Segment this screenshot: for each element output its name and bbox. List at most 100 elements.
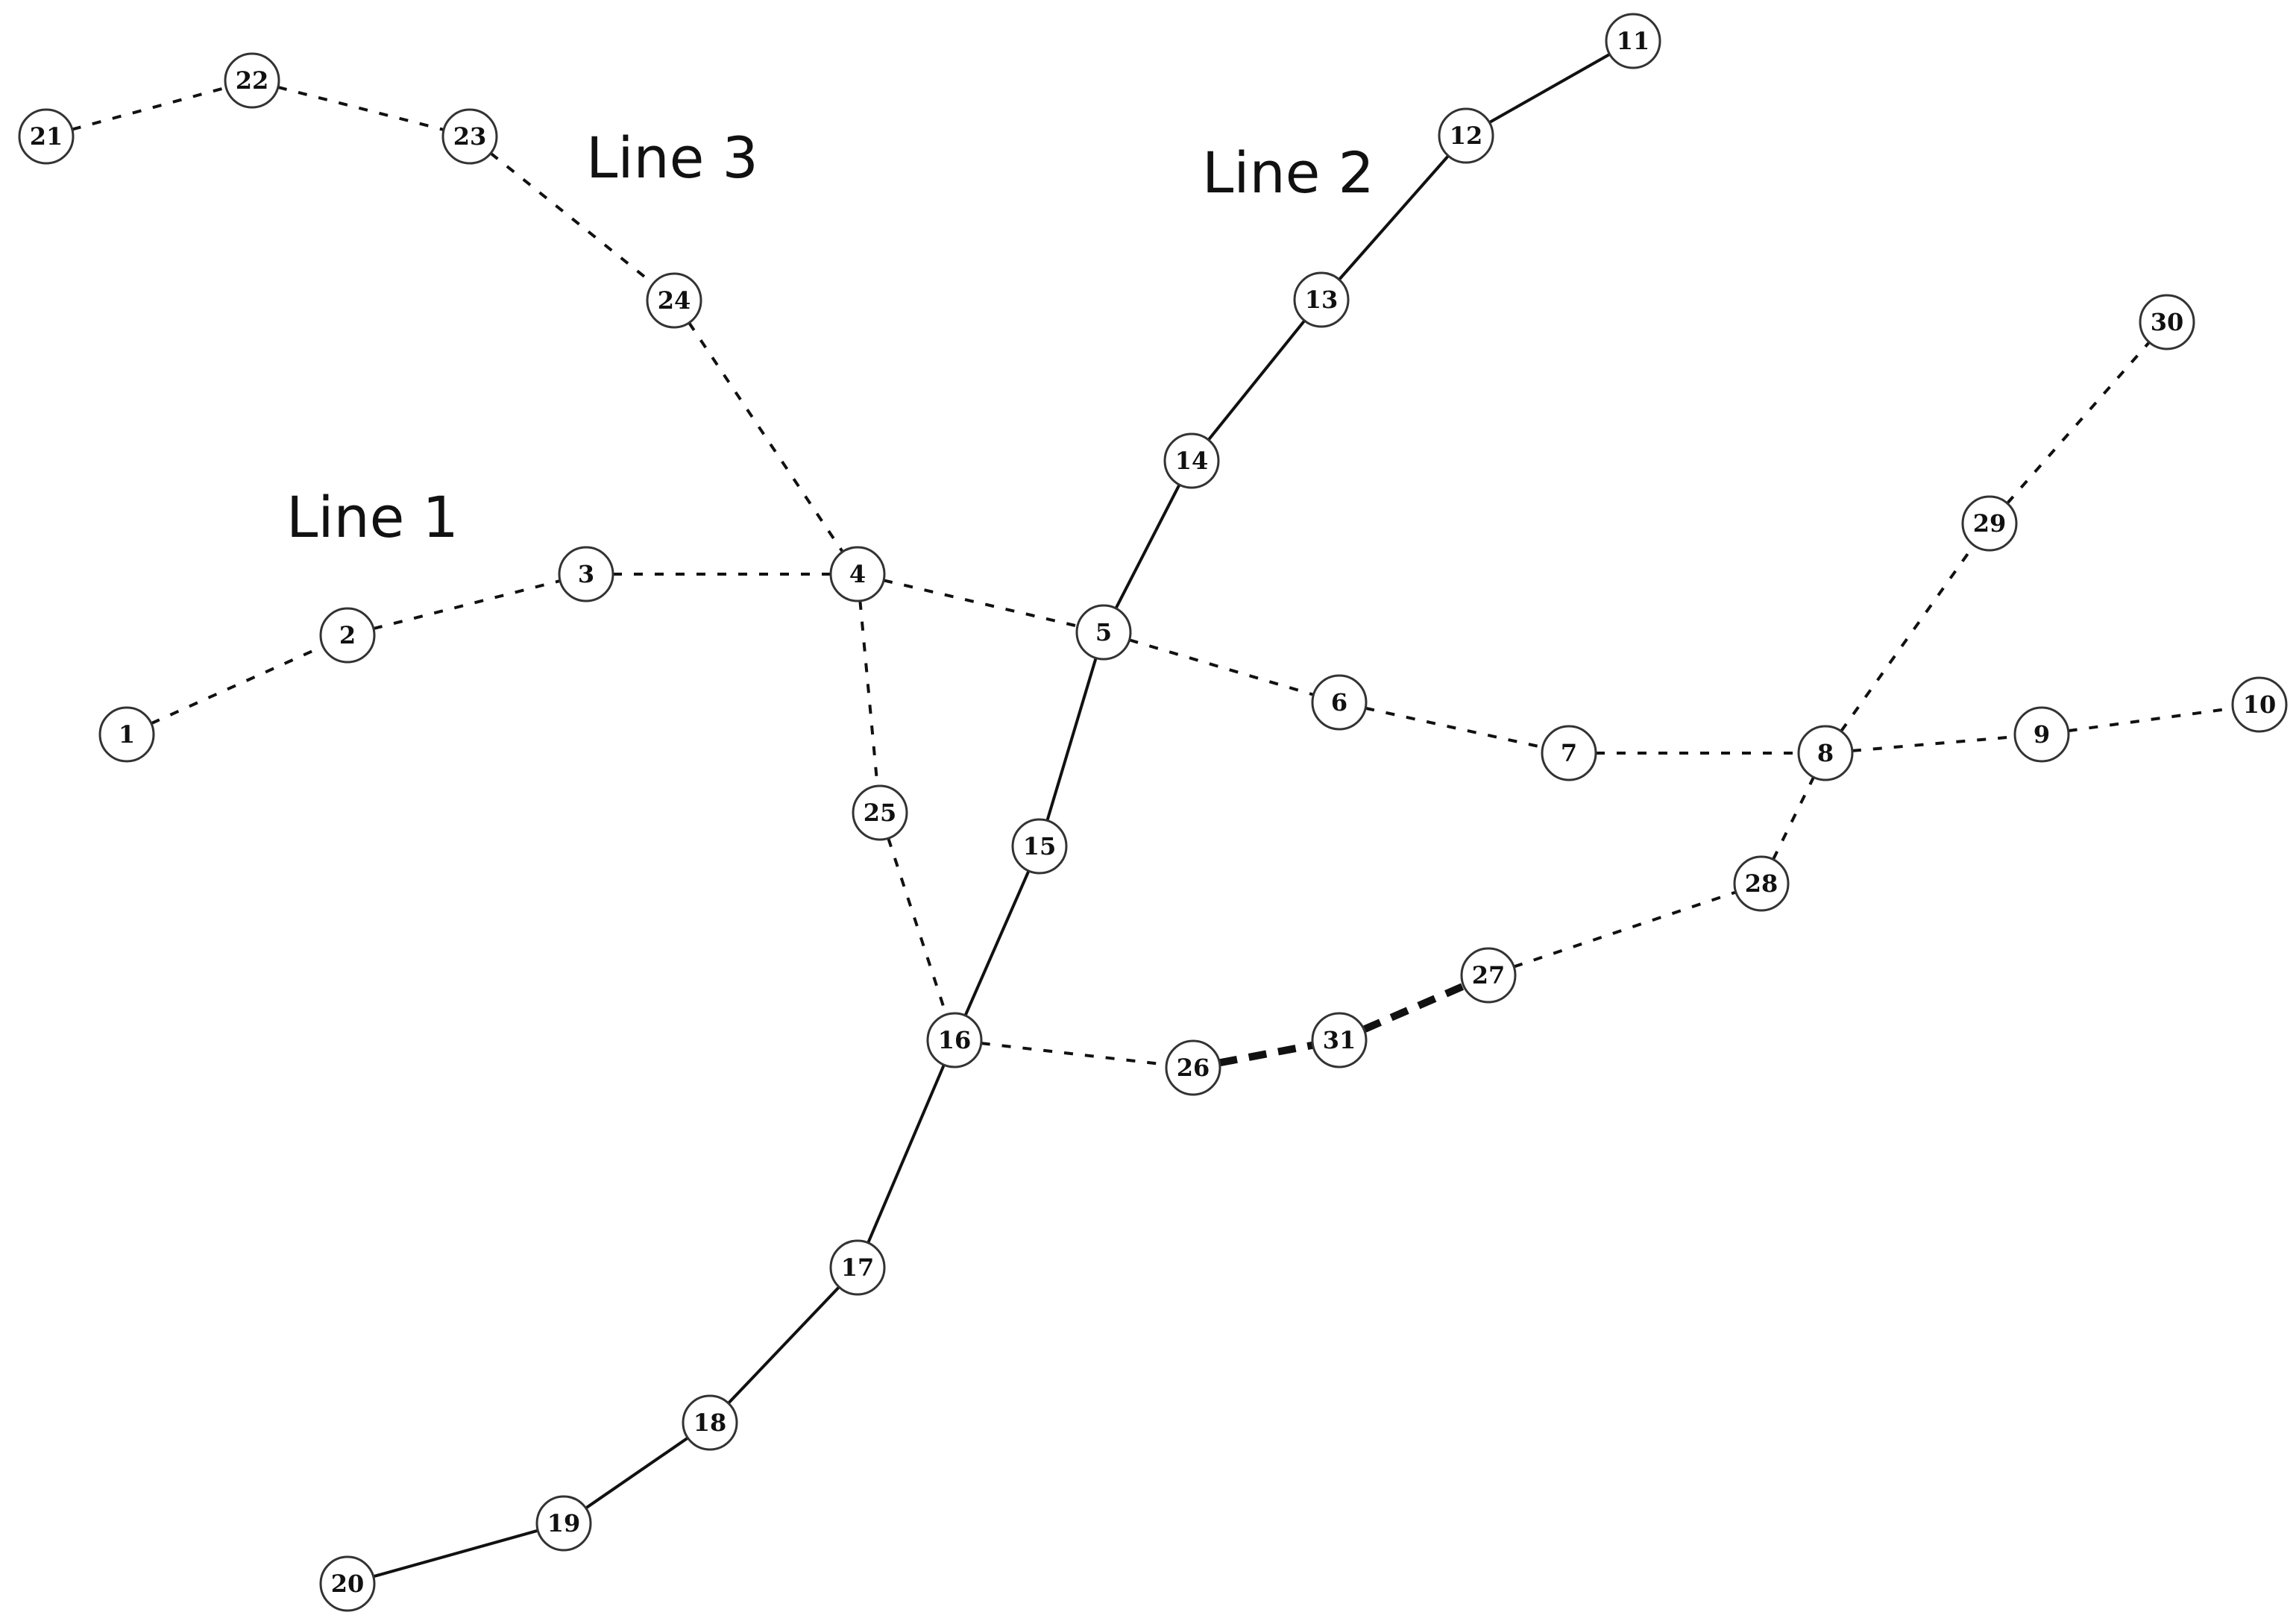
edge-22-23 <box>277 86 444 131</box>
node-17: 17 <box>829 1239 886 1296</box>
node-circle <box>829 1239 886 1296</box>
edge-1-2 <box>151 644 324 725</box>
node-circle <box>558 546 614 602</box>
node-label: 19 <box>547 1509 581 1537</box>
edge-19-20 <box>373 1529 538 1578</box>
edge-15-16 <box>963 870 1031 1016</box>
node-22: 22 <box>224 52 280 109</box>
edge-2-3 <box>373 579 561 631</box>
node-24: 24 <box>646 272 702 329</box>
node-label: 28 <box>1745 869 1778 898</box>
node-label: 25 <box>864 799 897 827</box>
edge-23-24 <box>489 151 655 286</box>
edge-8-29 <box>1840 544 1975 732</box>
node-label: 13 <box>1305 286 1339 314</box>
node-label: 20 <box>331 1570 365 1598</box>
node-circle <box>535 1495 592 1552</box>
node-circle <box>829 546 886 602</box>
edge-26-31 <box>1218 1041 1314 1067</box>
node-16: 16 <box>926 1012 983 1068</box>
edge-12-13 <box>1338 154 1450 281</box>
node-5: 5 <box>1075 604 1132 661</box>
line-3-label: Line 3 <box>586 125 758 191</box>
node-circle <box>1961 495 2018 552</box>
node-label: 18 <box>693 1408 727 1437</box>
edge-4-25 <box>858 600 879 787</box>
node-circle <box>1541 725 1597 781</box>
node-26: 26 <box>1165 1039 1221 1096</box>
node-label: 4 <box>849 560 866 588</box>
node-27: 27 <box>1460 947 1517 1004</box>
node-circle <box>926 1012 983 1068</box>
node-circle <box>441 108 498 165</box>
node-circle <box>1311 674 1368 731</box>
node-8: 8 <box>1797 725 1854 781</box>
node-label: 16 <box>938 1026 972 1054</box>
node-20: 20 <box>319 1555 376 1612</box>
node-circle <box>2013 706 2070 763</box>
edge-5-6 <box>1128 638 1315 696</box>
node-label: 15 <box>1023 832 1057 860</box>
node-circle <box>1605 13 1661 69</box>
edge-11-12 <box>1488 53 1611 124</box>
node-label: 26 <box>1177 1054 1210 1082</box>
node-15: 15 <box>1011 818 1068 875</box>
edge-6-7 <box>1365 706 1544 749</box>
node-label: 5 <box>1095 618 1112 646</box>
node-25: 25 <box>852 784 908 841</box>
edge-8-9 <box>1852 735 2016 752</box>
node-12: 12 <box>1438 107 1494 164</box>
node-circle <box>1733 855 1790 912</box>
edge-16-17 <box>866 1064 946 1244</box>
node-label: 17 <box>841 1253 875 1282</box>
node-label: 31 <box>1323 1026 1356 1054</box>
node-label: 24 <box>658 286 691 315</box>
edge-29-30 <box>2006 341 2151 505</box>
node-label: 23 <box>453 122 487 151</box>
node-label: 21 <box>30 122 63 151</box>
node-circle <box>2139 294 2195 350</box>
node-23: 23 <box>441 108 498 165</box>
edge-13-14 <box>1207 319 1306 441</box>
node-label: 1 <box>119 720 135 749</box>
node-11: 11 <box>1605 13 1661 69</box>
node-1: 1 <box>98 706 155 763</box>
node-7: 7 <box>1541 725 1597 781</box>
node-10: 10 <box>2231 676 2288 733</box>
node-circle <box>224 52 280 109</box>
node-13: 13 <box>1293 271 1350 328</box>
node-18: 18 <box>682 1394 738 1451</box>
edge-9-10 <box>2068 706 2233 733</box>
node-9: 9 <box>2013 706 2070 763</box>
edge-16-26 <box>981 1042 1167 1066</box>
node-31: 31 <box>1311 1012 1368 1068</box>
node-circle <box>646 272 702 329</box>
node-label: 30 <box>2151 308 2184 336</box>
line-2-label: Line 2 <box>1202 139 1374 206</box>
node-circle <box>1311 1012 1368 1068</box>
node-29: 29 <box>1961 495 2018 552</box>
node-circle <box>1075 604 1132 661</box>
node-4: 4 <box>829 546 886 602</box>
edge-5-15 <box>1045 657 1098 822</box>
node-label: 8 <box>1817 739 1834 767</box>
node-6: 6 <box>1311 674 1368 731</box>
node-14: 14 <box>1163 432 1220 489</box>
node-circle <box>1293 271 1350 328</box>
edge-21-22 <box>72 86 227 131</box>
node-circle <box>98 706 155 763</box>
node-label: 2 <box>339 621 356 649</box>
node-label: 9 <box>2034 720 2050 749</box>
node-circle <box>2231 676 2288 733</box>
node-28: 28 <box>1733 855 1790 912</box>
node-label: 27 <box>1472 961 1506 989</box>
node-label: 3 <box>578 560 594 588</box>
node-circle <box>1797 725 1854 781</box>
node-circle <box>319 1555 376 1612</box>
node-circle <box>682 1394 738 1451</box>
edge-28-8 <box>1772 776 1815 860</box>
node-21: 21 <box>18 108 75 165</box>
node-circle <box>852 784 908 841</box>
node-circle <box>1011 818 1068 875</box>
